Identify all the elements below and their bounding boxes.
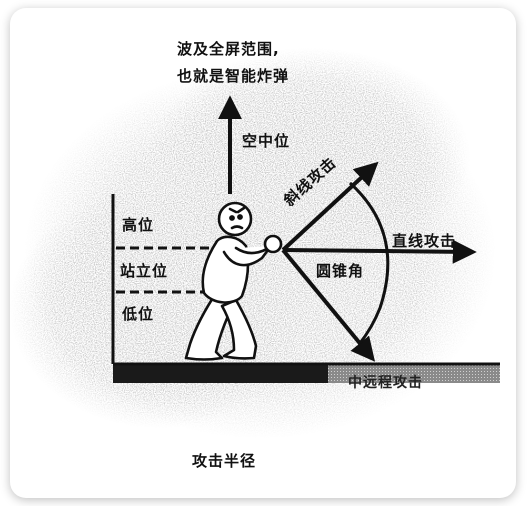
straight-label: 直线攻击 [392, 232, 457, 250]
standing-label: 站立位 [120, 262, 169, 280]
radius-label: 攻击半径 [192, 452, 257, 470]
air-label: 空中位 [242, 132, 291, 150]
top-caption-line2: 也就是智能炸弹 [177, 67, 290, 85]
diagonal-arrow [281, 161, 379, 252]
fighter-figure [184, 201, 283, 361]
straight-arrow [282, 239, 477, 264]
attack-range-diagram [10, 48, 500, 438]
high-label: 高位 [122, 216, 155, 234]
diagram-card: 波及全屏范围, 也就是智能炸弹 空中位 高位 站立位 低位 斜线攻击 直线攻击 … [10, 8, 516, 498]
down-diagonal-arrow [281, 248, 376, 362]
top-caption-line1: 波及全屏范围, [177, 40, 280, 58]
cone-arc [348, 181, 390, 344]
ground-bar-hatched [328, 363, 500, 383]
low-label: 低位 [122, 305, 155, 323]
cone-label: 圆锥角 [316, 262, 365, 280]
mid-range-label: 中远程攻击 [348, 375, 423, 391]
ground-bar-dark [113, 363, 328, 383]
